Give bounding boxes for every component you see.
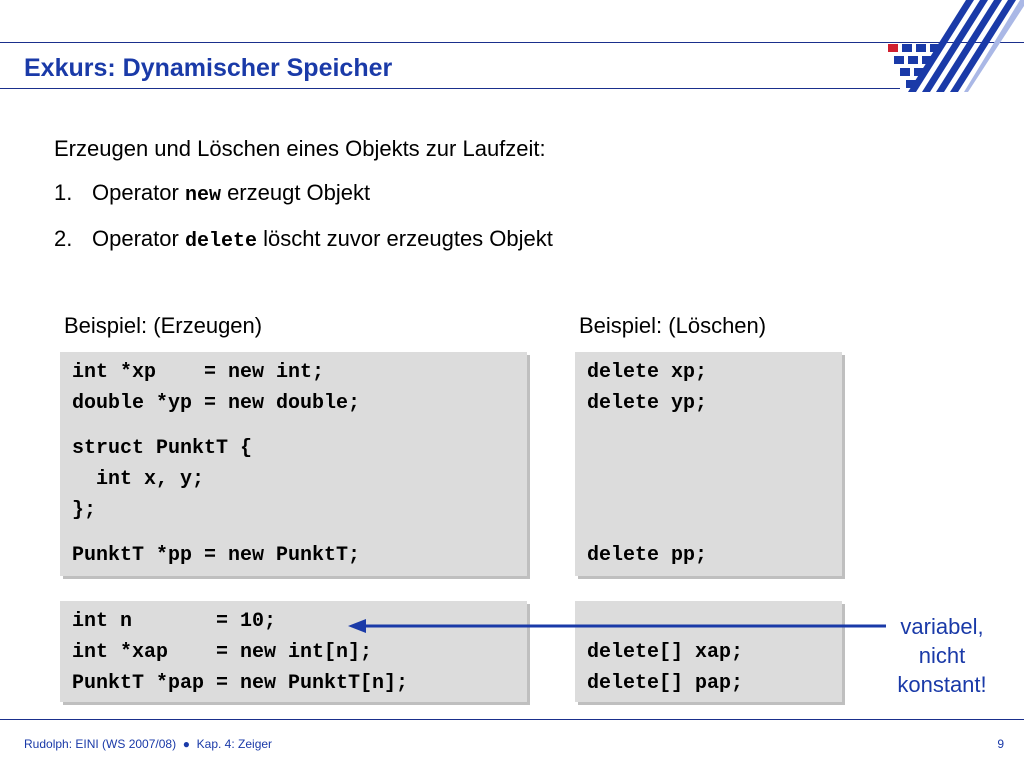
list-text-after: erzeugt Objekt	[220, 180, 371, 205]
list-text-before: Operator	[92, 226, 185, 251]
slide-title: Exkurs: Dynamischer Speicher	[24, 54, 393, 82]
intro-text: Erzeugen und Löschen eines Objekts zur L…	[54, 136, 546, 161]
university-logo-icon	[888, 0, 1024, 92]
list-text-after: löscht zuvor erzeugtes Objekt	[256, 226, 553, 251]
label-create-example: Beispiel: (Erzeugen)	[64, 313, 263, 338]
label-delete-example: Beispiel: (Löschen)	[579, 313, 767, 338]
keyword-new: new	[184, 184, 221, 207]
list-number: 2.	[54, 226, 73, 251]
code-array-create: int n = 10; int *xap = new int[n]; Punkt…	[72, 610, 409, 695]
code-box-delete	[575, 352, 842, 576]
code-box-create	[60, 352, 527, 576]
page-number: 9	[997, 737, 1004, 751]
code-delete-struct: delete pp;	[587, 544, 708, 567]
list-number: 1.	[54, 180, 73, 205]
code-create-struct: struct PunktT { int x, y; };	[72, 437, 253, 522]
list-item-delete: 2. Operator delete löscht zuvor erzeugtes…	[54, 226, 553, 253]
list-text-before: Operator	[92, 180, 185, 205]
footer-text: Rudolph: EINI (WS 2007/08) ● Kap. 4: Zei…	[24, 737, 273, 751]
footer-rule	[0, 719, 1024, 720]
list-item-new: 1. Operator new erzeugt Objekt	[54, 180, 370, 207]
code-array-delete: delete[] xap; delete[] pap;	[587, 641, 744, 695]
keyword-delete: delete	[184, 230, 257, 253]
header-top-rule	[0, 42, 1024, 43]
annotation-note: variabel, nicht konstant!	[897, 614, 987, 697]
code-box-array-create	[60, 601, 527, 702]
code-delete-basic: delete xp; delete yp;	[587, 361, 708, 415]
code-create-struct-ptr: PunktT *pp = new PunktT;	[72, 544, 361, 567]
code-box-array-delete	[575, 601, 842, 702]
header-bottom-rule	[0, 88, 900, 89]
code-create-basic: int *xp = new int; double *yp = new doub…	[72, 361, 361, 415]
arrow-left-icon	[348, 619, 886, 633]
